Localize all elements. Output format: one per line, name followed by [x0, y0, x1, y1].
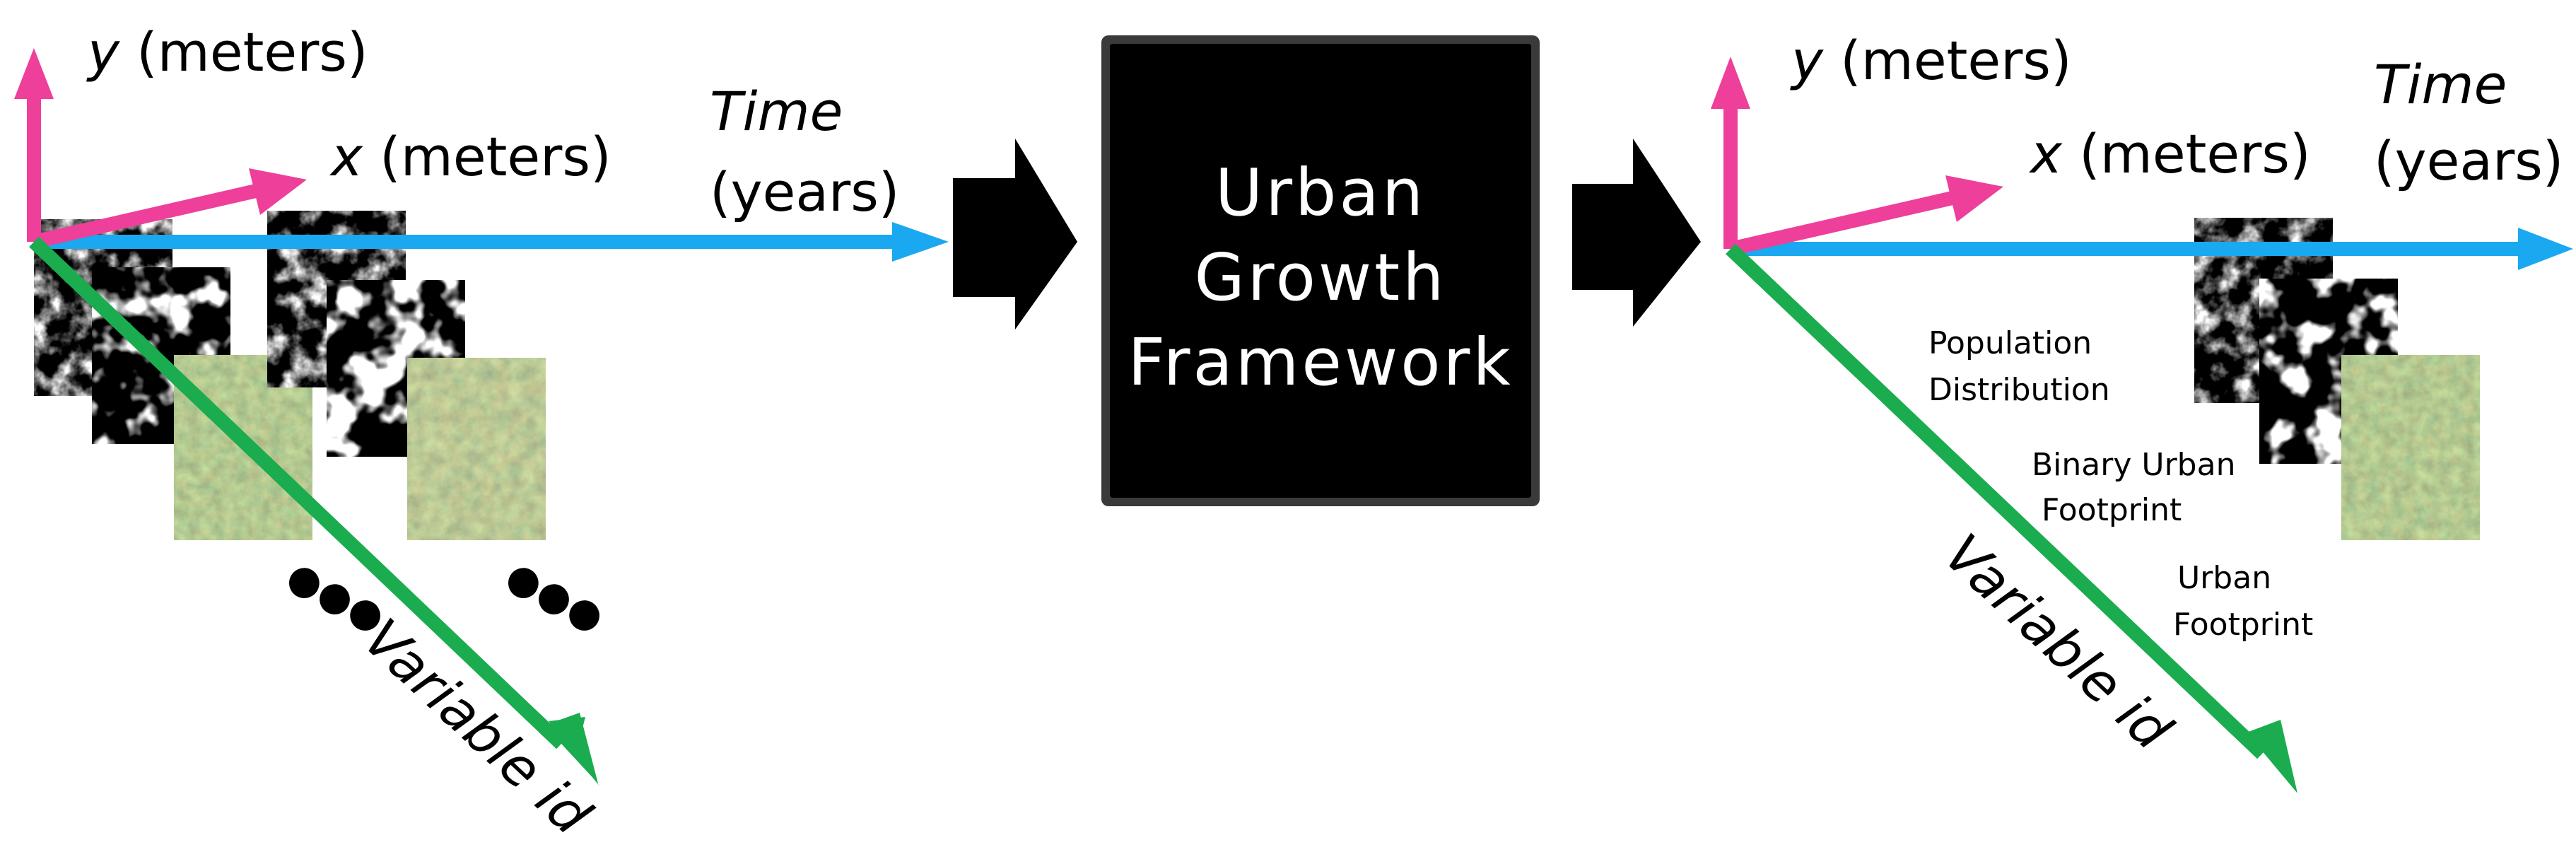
- right-chevron-arrow-icon: [953, 139, 1077, 329]
- right-variable-axis: [1726, 243, 2267, 759]
- right-time-arrowhead: [2518, 228, 2573, 270]
- left-time-arrowhead: [892, 222, 949, 262]
- framework-title-line1: Urban: [1215, 155, 1426, 230]
- satellite-image-tile: [2341, 355, 2480, 540]
- left-ellipsis-2: ●●●: [498, 552, 611, 641]
- left-y-arrowhead: [14, 48, 54, 99]
- left-time-label-line1: Time: [710, 80, 843, 143]
- right-y-label: y (meters): [1790, 29, 2072, 92]
- framework-title-line2: Growth: [1194, 240, 1446, 315]
- left-y-label: y (meters): [86, 21, 368, 83]
- right-chevron-arrow-icon: [1572, 139, 1701, 327]
- layer-label-urban-line2: Footprint: [2173, 607, 2313, 643]
- left-time-label-line2: (years): [710, 160, 899, 223]
- satellite-image-tile: [407, 358, 546, 540]
- right-x-axis: [1728, 191, 1955, 256]
- layer-label-population-line1: Population: [1928, 325, 2092, 361]
- right-axes: [1711, 57, 2573, 793]
- layer-label-binary-line1: Binary Urban: [2032, 447, 2235, 483]
- left-x-label: x (meters): [329, 125, 611, 188]
- right-y-arrowhead: [1711, 57, 1750, 109]
- left-variable-axis: [29, 236, 566, 749]
- right-time-label-line1: Time: [2374, 53, 2507, 116]
- left-x-arrowhead: [249, 168, 307, 215]
- layer-label-urban-line1: Urban: [2177, 560, 2271, 596]
- right-x-arrowhead: [1945, 175, 2003, 222]
- layer-label-population-line2: Distribution: [1928, 372, 2110, 408]
- right-variable-arrowhead: [2247, 720, 2297, 793]
- right-time-label-line2: (years): [2374, 129, 2563, 192]
- layer-label-binary-line2: Footprint: [2042, 492, 2182, 528]
- left-x-axis: [32, 184, 258, 249]
- urban-growth-framework-box: Urban Growth Framework: [1101, 35, 1540, 506]
- left-axes: [14, 48, 949, 786]
- right-x-label: x (meters): [2029, 122, 2311, 185]
- framework-title-line3: Framework: [1128, 325, 1513, 400]
- right-raster-stack: [2194, 218, 2480, 540]
